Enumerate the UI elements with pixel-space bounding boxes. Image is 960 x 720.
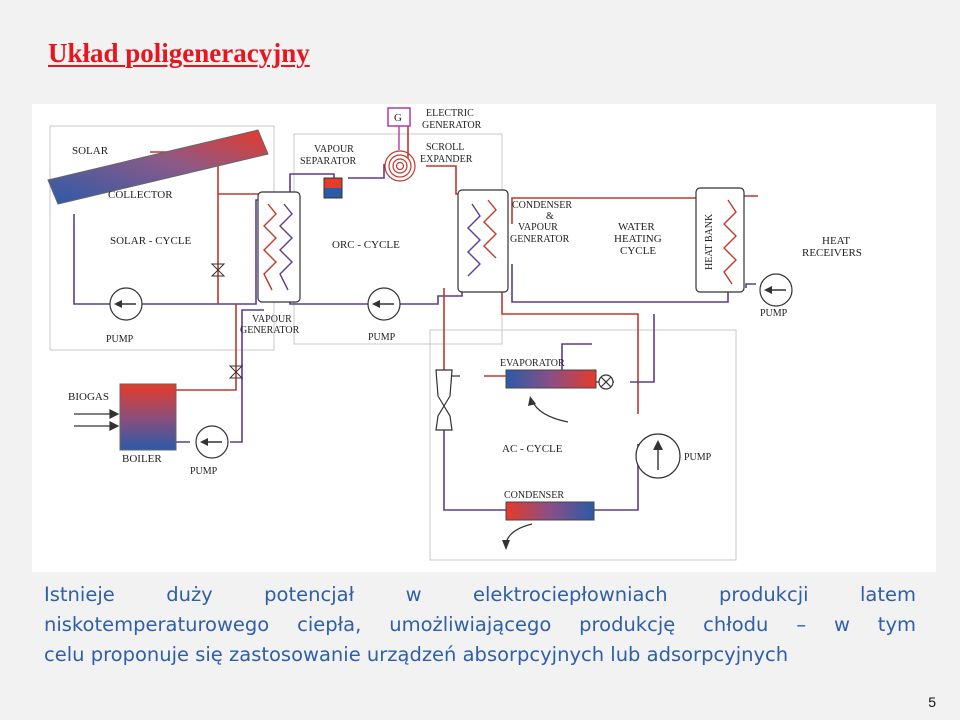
label-water-1: WATER — [618, 221, 655, 233]
label-pump-heat: PUMP — [760, 308, 788, 319]
boiler — [119, 383, 177, 451]
ejector — [435, 369, 460, 431]
label-vapour-gen-1: VAPOUR — [252, 314, 292, 325]
polygeneration-diagram: SOLAR COLLECTOR SOLAR - CYCLE PUMP VAPOU… — [32, 104, 936, 572]
vapour-separator — [323, 177, 343, 199]
evaporator — [505, 369, 597, 389]
label-vapour-sep-1: VAPOUR — [314, 144, 354, 155]
label-electric: ELECTRIC — [426, 108, 474, 119]
pump-ac — [635, 433, 681, 479]
label-condenser-3: GENERATOR — [510, 234, 570, 245]
heat-bank — [695, 187, 745, 293]
pump-orc — [367, 287, 401, 321]
ac-condenser — [505, 501, 595, 521]
label-evaporator: EVAPORATOR — [500, 358, 565, 369]
label-water-2: HEATING — [614, 233, 662, 245]
pump-solar — [109, 287, 143, 321]
label-g: G — [394, 112, 402, 124]
label-solar: SOLAR — [72, 145, 109, 157]
body-line-1: Istnieje duży potencjał w elektrociepłow… — [44, 583, 916, 606]
label-pump-boiler: PUMP — [190, 466, 218, 477]
label-ac-cycle: AC - CYCLE — [502, 443, 563, 455]
label-pump-orc: PUMP — [368, 332, 396, 343]
pump-heat — [759, 273, 793, 307]
label-collector: COLLECTOR — [108, 189, 173, 201]
label-heat-recv-2: RECEIVERS — [802, 247, 862, 259]
label-heat-bank: HEAT BANK — [704, 213, 715, 270]
label-orc-cycle: ORC - CYCLE — [332, 239, 400, 251]
label-scroll: SCROLL — [426, 142, 464, 153]
label-vapour-gen-2: GENERATOR — [240, 325, 300, 336]
biogas-arrows — [74, 409, 120, 431]
pump-boiler — [195, 425, 229, 459]
condenser-vapour-generator — [457, 189, 509, 293]
valve-boiler — [228, 365, 244, 379]
valve-solar — [210, 263, 226, 277]
label-water-3: CYCLE — [620, 245, 656, 257]
evap-heat-arrow — [531, 399, 569, 423]
body-line-2: niskotemperaturowego ciepła, umożliwiają… — [44, 613, 916, 636]
label-biogas: BIOGAS — [68, 391, 109, 403]
label-condenser-1: CONDENSER — [512, 200, 572, 211]
scroll-expander — [384, 150, 416, 182]
cond-heat-arrow — [505, 523, 533, 545]
solar-collector — [47, 129, 269, 205]
body-paragraph: Istnieje duży potencjał w elektrociepłow… — [44, 580, 916, 670]
label-amp: & — [546, 211, 554, 222]
label-vapour-sep-2: SEPARATOR — [300, 156, 356, 167]
label-expander: EXPANDER — [420, 154, 473, 165]
vapour-generator — [257, 191, 301, 303]
label-condenser-2: VAPOUR — [518, 222, 558, 233]
label-pump-solar: PUMP — [106, 334, 134, 345]
label-pump-ac: PUMP — [684, 452, 712, 463]
expansion-valve — [598, 374, 614, 390]
label-solar-cycle: SOLAR - CYCLE — [110, 235, 192, 247]
label-heat-recv-1: HEAT — [822, 235, 850, 247]
label-boiler: BOILER — [122, 453, 162, 465]
body-line-3: celu proponuje się zastosowanie urządzeń… — [44, 643, 789, 666]
label-electric-generator: GENERATOR — [422, 120, 482, 131]
page-number: 5 — [928, 694, 936, 710]
slide-title: Układ poligeneracyjny — [48, 38, 310, 68]
label-ac-condenser: CONDENSER — [504, 490, 564, 501]
